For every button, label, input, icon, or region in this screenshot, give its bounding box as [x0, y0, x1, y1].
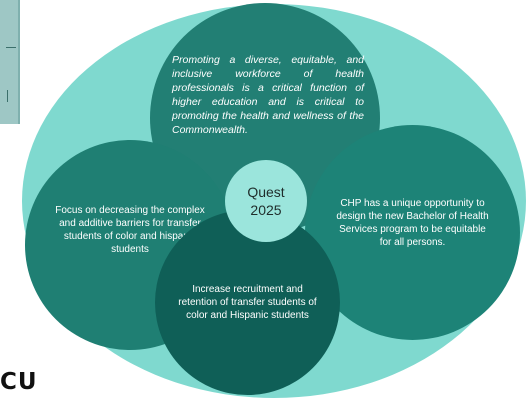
bottom-circle-text: Increase recruitment and retention of tr…: [178, 284, 317, 321]
center-title-line2: 2025: [250, 202, 282, 218]
logo: CU: [0, 369, 38, 395]
partial-box-mark: [7, 90, 8, 102]
right-circle-text: CHP has a unique opportunity to design t…: [336, 197, 489, 248]
partial-box-mark: [6, 47, 16, 48]
right-circle: CHP has a unique opportunity to design t…: [305, 125, 520, 340]
center-circle: Quest 2025: [225, 160, 307, 242]
partial-text-box: [0, 0, 20, 124]
top-circle-text: Promoting a diverse, equitable, and incl…: [172, 54, 364, 136]
center-title-line1: Quest: [247, 184, 285, 200]
left-circle-text: Focus on decreasing the complex and addi…: [55, 205, 205, 255]
top-circle: Promoting a diverse, equitable, and incl…: [150, 3, 380, 233]
bottom-circle: Increase recruitment and retention of tr…: [155, 210, 340, 395]
